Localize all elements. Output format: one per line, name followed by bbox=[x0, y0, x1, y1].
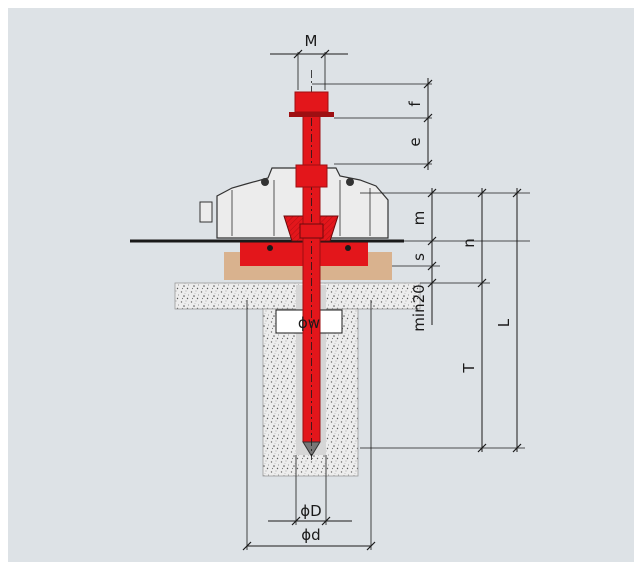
label-m: m bbox=[410, 211, 428, 226]
anchor-bolt-icon bbox=[289, 70, 334, 460]
label-L: L bbox=[495, 318, 513, 327]
base-bolt-dot bbox=[345, 245, 351, 251]
label-D: ϕD bbox=[300, 502, 321, 520]
machine-bolt-dot bbox=[261, 178, 269, 186]
label-f: f bbox=[406, 101, 424, 107]
label-s: s bbox=[410, 253, 428, 261]
base-bolt-dot bbox=[267, 245, 273, 251]
label-min20: min20 bbox=[410, 284, 428, 331]
label-w: ϕw bbox=[298, 314, 320, 332]
label-n: n bbox=[460, 238, 478, 248]
label-T: T bbox=[460, 363, 478, 374]
label-M: M bbox=[305, 32, 318, 50]
machine-bolt-dot bbox=[346, 178, 354, 186]
label-e: e bbox=[406, 137, 424, 146]
label-d: ϕd bbox=[301, 526, 320, 544]
